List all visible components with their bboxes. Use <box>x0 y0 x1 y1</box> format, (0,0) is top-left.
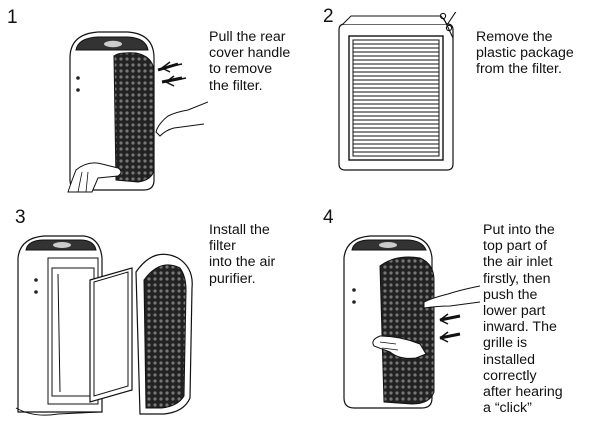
step-1-illustration <box>67 31 208 193</box>
step-2-number: 2 <box>323 6 334 27</box>
scissors-icon <box>439 12 457 39</box>
step-2-caption: Remove the plastic package from the filt… <box>476 29 574 78</box>
step-4-number: 4 <box>323 207 334 228</box>
step-3-number: 3 <box>15 207 26 228</box>
step-3-illustration <box>15 235 193 416</box>
step-4-caption: Put into the top part of the air inlet f… <box>483 222 563 417</box>
step-2-illustration <box>338 12 457 171</box>
step-1-caption: Pull the rear cover handle to remove the… <box>209 29 291 94</box>
step-1-number: 1 <box>7 7 18 28</box>
step-3-caption: Install the filter into the air purifier… <box>209 222 276 287</box>
step-4-illustration <box>343 235 480 409</box>
